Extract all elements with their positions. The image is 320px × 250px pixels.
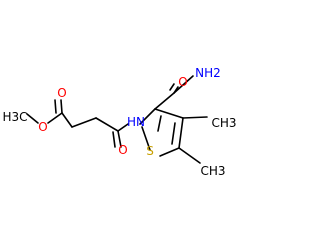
bond-c5-s	[159, 147, 180, 157]
bond-camide-n	[173, 75, 194, 94]
methyl-label-c5: CH3	[200, 164, 225, 178]
bonds	[26, 75, 208, 164]
bond-cacyl-o	[117, 130, 122, 148]
bond-c2-c3	[139, 108, 156, 125]
oxygen-label-ester: O	[38, 120, 47, 134]
bond-c2-c3-double	[157, 115, 162, 132]
bond-cester-oether	[47, 112, 63, 124]
bond-ch2a-ch2b	[71, 117, 97, 128]
nh2-label: NH2	[195, 66, 221, 80]
methoxy-label: H3C	[2, 110, 27, 124]
bond-c4-c5-double	[171, 122, 176, 145]
oxygen-label-ester-carbonyl: O	[57, 86, 66, 100]
bond-cester-o-double	[54, 99, 57, 114]
molecule-diagram: NH2 O HN CH3 CH3 S O O O H3C	[2, 66, 236, 178]
bond-cacyl-ch2a	[95, 117, 119, 132]
bond-c3-camide	[154, 92, 175, 110]
bond-ch2b-cester	[61, 112, 73, 128]
bond-camide-o	[173, 86, 179, 94]
bond-c5-methyl	[178, 147, 201, 164]
oxygen-label-acyl: O	[118, 143, 127, 157]
bond-cester-o	[60, 99, 63, 114]
bond-c4-methyl	[182, 116, 208, 119]
methyl-label-c4: CH3	[211, 116, 236, 130]
bond-s-c2	[141, 126, 151, 151]
bond-nh-cacyl	[117, 123, 129, 132]
bond-c3-c4	[154, 108, 184, 119]
bond-camide-o-double	[169, 83, 175, 91]
oxygen-label-amide: O	[178, 75, 187, 89]
bond-cacyl-o-double	[112, 131, 116, 148]
hn-label: HN	[127, 115, 145, 129]
atom-labels: NH2 O HN CH3 CH3 S O O O H3C	[2, 66, 236, 178]
bond-oether-methyl	[26, 113, 39, 124]
sulfur-label: S	[146, 144, 154, 158]
bond-c4-c5	[178, 117, 184, 149]
